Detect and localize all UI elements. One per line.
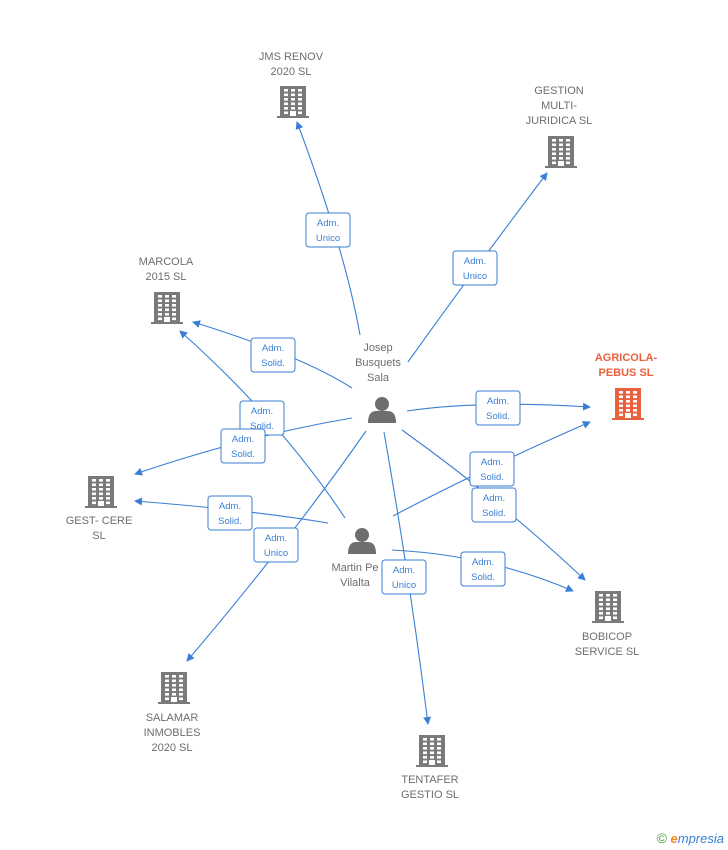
node-label: JMS RENOV xyxy=(259,51,324,63)
role-label[interactable]: Adm. Solid. xyxy=(250,337,296,373)
node-agricola[interactable]: AGRICOLA- PEBUS SL xyxy=(595,352,658,420)
role-text: Adm. xyxy=(464,256,486,267)
edges-layer xyxy=(134,121,591,725)
role-text: Solid. xyxy=(471,572,495,583)
node-label: Martin Pe xyxy=(331,562,378,574)
node-label: 2015 SL xyxy=(146,271,187,283)
role-text: Adm. xyxy=(393,565,415,576)
brand-initial: e xyxy=(670,831,678,846)
role-box xyxy=(220,428,266,464)
node-salamar[interactable]: SALAMAR INMOBLES 2020 SL xyxy=(144,672,201,754)
role-text: Solid. xyxy=(231,449,255,460)
role-box xyxy=(381,559,427,595)
node-tentafer[interactable]: TENTAFER GESTIO SL xyxy=(401,735,459,801)
copyright-icon: © xyxy=(656,830,667,846)
node-label: GESTION xyxy=(534,85,584,97)
role-text: Unico xyxy=(463,271,487,282)
node-label: SALAMAR xyxy=(146,712,199,724)
role-box xyxy=(469,451,515,487)
node-label: 2020 SL xyxy=(152,742,193,754)
role-label[interactable]: Adm. Solid. xyxy=(469,451,515,487)
role-text: Unico xyxy=(316,233,340,244)
building-icon xyxy=(612,388,644,420)
node-label: INMOBLES xyxy=(144,727,201,739)
node-label: 2020 SL xyxy=(271,66,312,78)
brand-name: mpresia xyxy=(677,831,724,846)
role-box xyxy=(471,487,517,523)
role-label[interactable]: Adm. Unico xyxy=(253,527,299,563)
building-icon xyxy=(592,591,624,623)
person-icon xyxy=(368,397,396,423)
role-text: Unico xyxy=(392,580,416,591)
role-text: Adm. xyxy=(481,457,503,468)
role-text: Adm. xyxy=(219,501,241,512)
role-box xyxy=(250,337,296,373)
role-box xyxy=(207,495,253,531)
node-marcola[interactable]: MARCOLA 2015 SL xyxy=(139,256,194,324)
nodes-layer: JMS RENOV 2020 SL GESTION MULTI- JURIDICA SL… xyxy=(66,51,658,801)
building-icon xyxy=(158,672,190,704)
building-icon xyxy=(416,735,448,767)
role-text: Adm. xyxy=(472,557,494,568)
role-label[interactable]: Adm. Unico xyxy=(381,559,427,595)
node-label: Busquets xyxy=(355,357,401,369)
role-label[interactable]: Adm. Unico xyxy=(305,212,351,248)
role-label[interactable]: Adm. Solid. xyxy=(239,400,285,436)
building-icon xyxy=(85,476,117,508)
node-label: SL xyxy=(92,530,105,542)
node-label: AGRICOLA- xyxy=(595,352,658,364)
role-text: Adm. xyxy=(251,406,273,417)
role-text: Adm. xyxy=(265,533,287,544)
person-icon xyxy=(348,528,376,554)
node-label: Vilalta xyxy=(340,577,371,589)
role-text: Unico xyxy=(264,548,288,559)
role-text: Solid. xyxy=(218,516,242,527)
role-box xyxy=(253,527,299,563)
node-label: GESTIO SL xyxy=(401,789,459,801)
role-label[interactable]: Adm. Unico xyxy=(452,250,498,286)
role-text: Solid. xyxy=(486,411,510,422)
node-martin[interactable]: Martin Pe Vilalta xyxy=(331,528,379,589)
role-text: Solid. xyxy=(261,358,285,369)
node-label: MARCOLA xyxy=(139,256,194,268)
role-text: Solid. xyxy=(250,421,274,432)
node-label: JURIDICA SL xyxy=(526,115,593,127)
footer-brand: © empresia xyxy=(657,830,724,846)
role-label[interactable]: Adm. Solid. xyxy=(471,487,517,523)
role-box xyxy=(305,212,351,248)
node-label: PEBUS SL xyxy=(598,367,653,379)
node-bobicop[interactable]: BOBICOP SERVICE SL xyxy=(575,591,640,658)
role-label[interactable]: Adm. Solid. xyxy=(220,428,266,464)
role-box xyxy=(452,250,498,286)
node-label: SERVICE SL xyxy=(575,646,640,658)
node-label: BOBICOP xyxy=(582,631,632,643)
role-text: Adm. xyxy=(487,396,509,407)
roles-layer: Adm.UnicoAdm.UnicoAdm.Solid.Adm.Solid.Ad… xyxy=(207,212,521,595)
role-label[interactable]: Adm. Solid. xyxy=(207,495,253,531)
role-text: Adm. xyxy=(317,218,339,229)
node-gest[interactable]: GEST- CERE SL xyxy=(66,476,133,542)
role-text: Adm. xyxy=(232,434,254,445)
role-label[interactable]: Adm. Solid. xyxy=(475,390,521,426)
node-label: TENTAFER xyxy=(401,774,458,786)
node-label: Josep xyxy=(363,342,392,354)
role-text: Adm. xyxy=(262,343,284,354)
role-text: Adm. xyxy=(483,493,505,504)
building-icon xyxy=(277,86,309,118)
node-gestion[interactable]: GESTION MULTI- JURIDICA SL xyxy=(526,85,593,168)
node-label: MULTI- xyxy=(541,100,577,112)
building-icon xyxy=(545,136,577,168)
node-label: GEST- CERE xyxy=(66,515,133,527)
node-label: Sala xyxy=(367,372,390,384)
role-text: Solid. xyxy=(480,472,504,483)
role-box xyxy=(460,551,506,587)
role-text: Solid. xyxy=(482,508,506,519)
node-jms[interactable]: JMS RENOV 2020 SL xyxy=(259,51,324,118)
role-label[interactable]: Adm. Solid. xyxy=(460,551,506,587)
role-box xyxy=(475,390,521,426)
building-icon xyxy=(151,292,183,324)
